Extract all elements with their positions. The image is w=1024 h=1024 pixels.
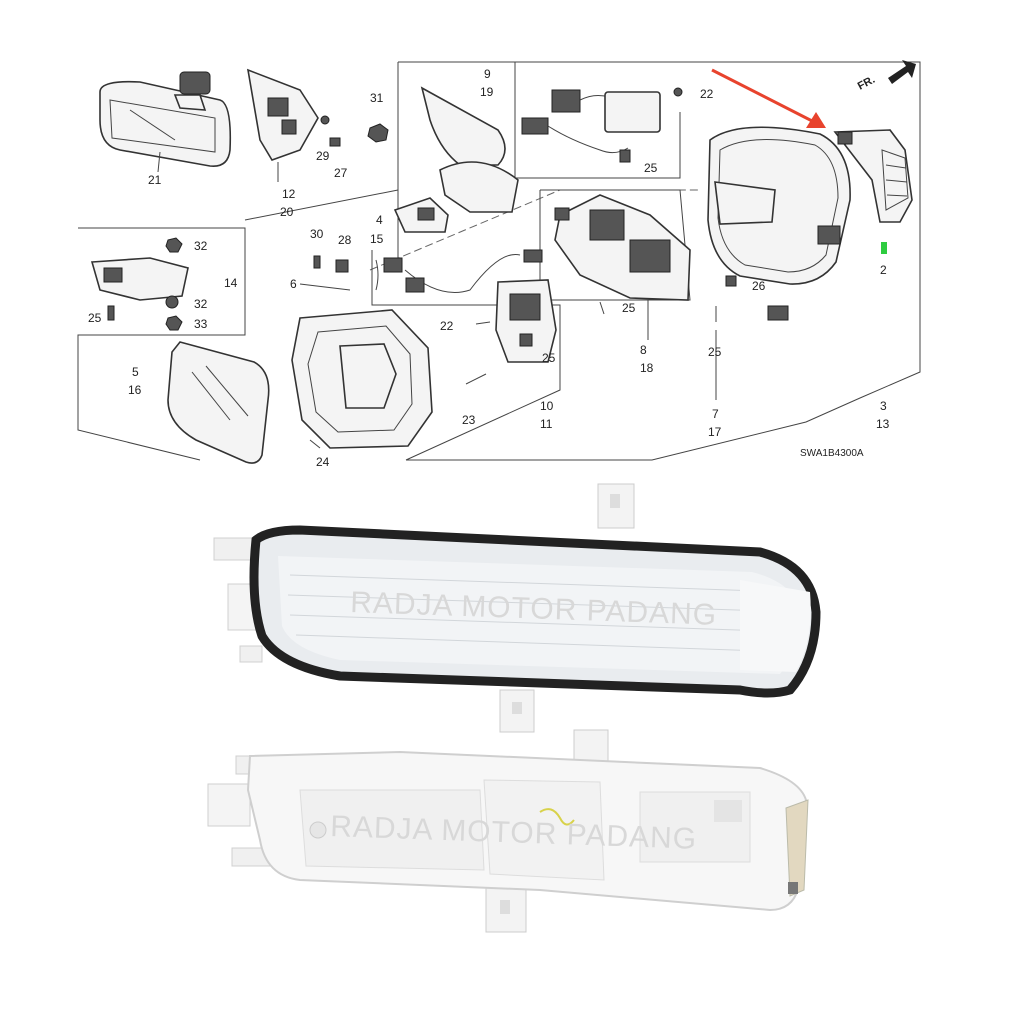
callout-2: 2 (880, 263, 887, 277)
assembly-frame (77, 61, 921, 461)
callout-labels: 21 12 20 29 27 31 4 15 9 19 22 25 2 30 2… (88, 67, 890, 469)
callout-6: 6 (290, 277, 297, 291)
rearview-mirror-part (99, 71, 232, 173)
callout-25c: 25 (542, 351, 556, 365)
callout-32b: 32 (194, 297, 208, 311)
mirror-glass-part (167, 341, 270, 464)
callout-21: 21 (148, 173, 162, 187)
red-arrow (711, 68, 826, 128)
callout-11: 11 (540, 417, 553, 431)
turn-signal-lamp-part (833, 129, 913, 254)
motor-assembly-part (383, 249, 557, 385)
mirror-inner-cover-part (246, 68, 341, 182)
callout-9: 9 (484, 67, 491, 81)
callout-20: 20 (280, 205, 294, 219)
mirror-housing-part (707, 126, 851, 287)
callout-5: 5 (132, 365, 139, 379)
fr-label: FR. (856, 74, 877, 93)
nut-part (367, 123, 389, 143)
callout-22a: 22 (700, 87, 714, 101)
callout-3: 3 (880, 399, 887, 413)
callout-13: 13 (876, 417, 890, 431)
callout-25d: 25 (622, 301, 636, 315)
callout-14: 14 (224, 276, 238, 290)
product-photo: RADJA MOTOR PADANG RADJA MOTOR PADANG (207, 483, 821, 933)
callout-30: 30 (310, 227, 324, 241)
callout-27: 27 (334, 166, 348, 180)
mirror-holder-part (90, 237, 189, 331)
mirror-back-frame-part (291, 309, 433, 449)
callout-8: 8 (640, 343, 647, 357)
callout-29: 29 (316, 149, 330, 163)
small-fasteners (299, 255, 379, 291)
callout-17: 17 (708, 425, 722, 439)
mirror-base-part (393, 86, 519, 233)
turn-signal-housing-back: RADJA MOTOR PADANG (207, 729, 809, 933)
callout-23: 23 (462, 413, 476, 427)
callout-4: 4 (376, 213, 383, 227)
turn-signal-lens-front: RADJA MOTOR PADANG (213, 483, 821, 733)
front-direction-indicator: FR. (856, 60, 916, 93)
callout-19: 19 (480, 85, 494, 99)
callout-22b: 22 (440, 319, 454, 333)
callout-18: 18 (640, 361, 654, 375)
callout-15: 15 (370, 232, 384, 246)
callout-12: 12 (282, 187, 296, 201)
callout-32a: 32 (194, 239, 208, 253)
callout-28: 28 (338, 233, 352, 247)
callout-25b: 25 (88, 311, 102, 325)
callout-16: 16 (128, 383, 142, 397)
callout-24: 24 (316, 455, 330, 469)
callout-26: 26 (752, 279, 766, 293)
highlight-marker (881, 242, 887, 254)
callout-10: 10 (540, 399, 554, 413)
screw-and-clip-part (599, 301, 789, 400)
callout-33: 33 (194, 317, 208, 331)
callout-25a: 25 (644, 161, 658, 175)
callout-7: 7 (712, 407, 719, 421)
mirror-actuator-part (554, 194, 691, 340)
callout-31: 31 (370, 91, 384, 105)
diagram-code: SWA1B4300A (800, 448, 864, 459)
callout-25e: 25 (708, 345, 722, 359)
wire-harness-part (521, 87, 683, 163)
exploded-parts-diagram: FR. (77, 60, 921, 469)
